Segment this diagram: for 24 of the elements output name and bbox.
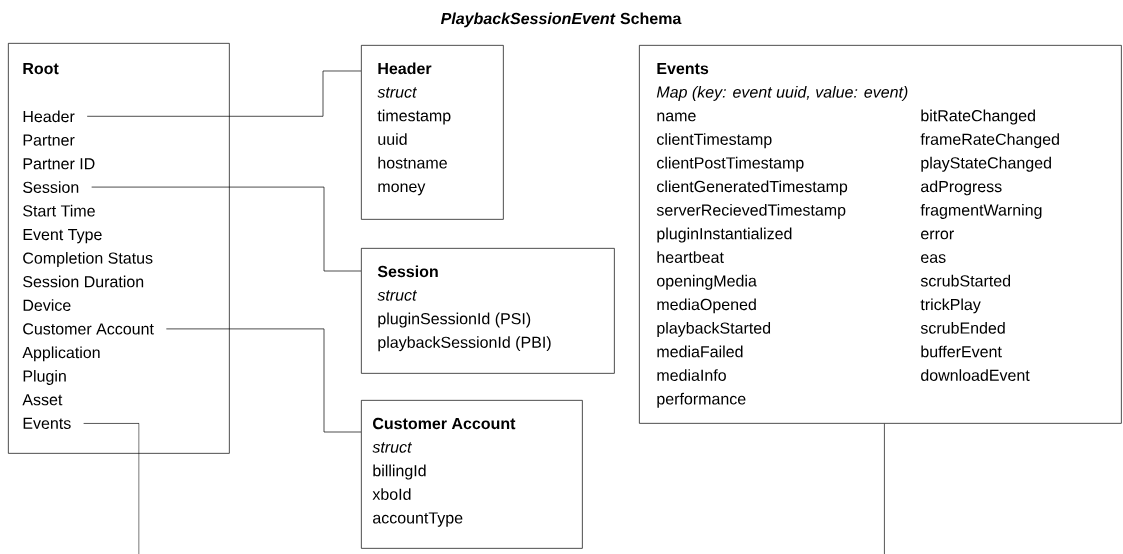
field-label: Application xyxy=(22,346,100,362)
field-label: Plugin xyxy=(23,370,66,385)
field-label: Events xyxy=(23,417,71,429)
field-label: Device xyxy=(23,299,71,311)
field-label: Asset xyxy=(22,394,63,406)
field-label: Header xyxy=(23,110,75,123)
diagram-title: PlaybackSessionEvent Schema xyxy=(440,12,682,28)
connector-line xyxy=(165,328,362,433)
field-label: Partner ID xyxy=(23,158,95,170)
field-label: Completion Status xyxy=(23,252,153,267)
field-label: Start Time xyxy=(23,204,95,217)
struct-box: Header struct timestamp uuid hostname money xyxy=(361,45,504,220)
field-label: Session Duration xyxy=(23,275,144,288)
field-label: Customer Account xyxy=(23,323,154,335)
connector-line xyxy=(86,70,362,117)
connector-line xyxy=(83,423,140,554)
field-label: Event Type xyxy=(23,229,102,244)
struct-box: Session struct pluginSessionId (PSI) playbackSessionId (PBI) xyxy=(361,248,615,374)
field-label: Session xyxy=(23,181,79,193)
connector-line xyxy=(884,423,885,554)
field-label: Partner xyxy=(23,134,75,146)
map-box: Events Map (key: event uuid, value: event) name clientTimestamp clientPostTimestamp clientGeneratedTimestamp serverRecievedTimestamp pluginInstantialized heartbeat openingMedia mediaOpened playbackStarted mediaFailed mediaInfo performance bitRateChanged frameRateChanged playStateChanged adProgress fragmentWarning error eas scrubStarted trickPlay scrubEnded bufferEvent downloadEvent xyxy=(639,45,1122,424)
connector-line xyxy=(91,186,362,272)
struct-box: Customer Account struct billingId xboId accountType xyxy=(361,400,583,549)
